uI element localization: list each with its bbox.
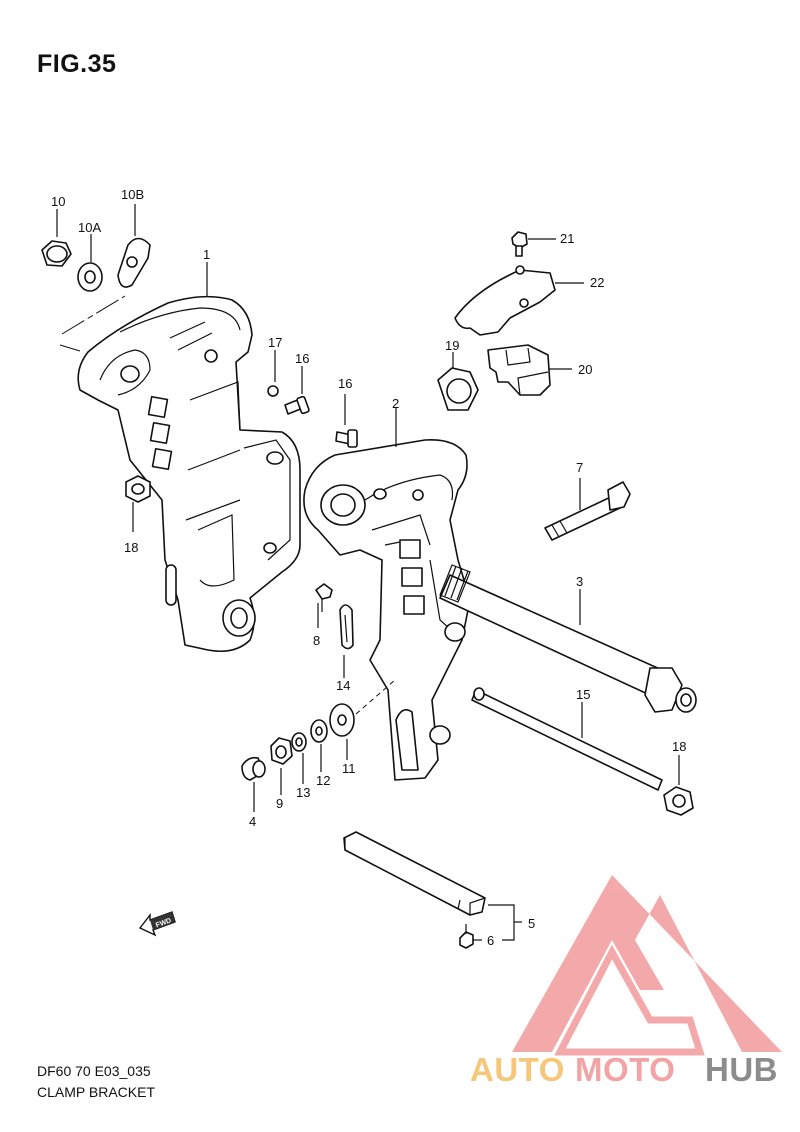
part-12-washer <box>310 719 328 772</box>
callout-3: 3 <box>576 574 583 589</box>
part-4-cap <box>241 756 266 812</box>
part-8-screw <box>315 583 333 628</box>
figure-title: FIG.35 <box>37 50 117 78</box>
callout-2: 2 <box>392 396 399 411</box>
callout-14: 14 <box>336 678 350 693</box>
callout-20: 20 <box>578 362 592 377</box>
part-1-clamp-bracket <box>77 262 301 653</box>
watermark-moto: MOTO <box>575 1051 675 1088</box>
figure-name: CLAMP BRACKET <box>37 1084 155 1100</box>
part-22-plate <box>454 265 584 336</box>
callout-18-right: 18 <box>672 739 686 754</box>
callout-9: 9 <box>276 796 283 811</box>
callout-10b: 10B <box>121 187 144 202</box>
part-2-clamp-bracket <box>303 408 471 781</box>
callout-15: 15 <box>576 687 590 702</box>
callout-labels: 10 10A 10B 1 17 16 16 2 18 19 20 21 22 7… <box>51 187 686 948</box>
callout-11: 11 <box>342 761 356 776</box>
watermark-hub: HUB <box>705 1051 778 1088</box>
part-14-clip <box>339 604 354 678</box>
callout-22: 22 <box>590 275 604 290</box>
part-7-bolt <box>544 478 631 541</box>
part-17-washer <box>267 350 279 397</box>
part-18-nut-left <box>125 475 151 532</box>
part-15-rod <box>471 687 663 791</box>
part-9-nut <box>270 737 293 795</box>
part-6-screw <box>459 924 482 949</box>
part-13-lock-washer <box>291 732 307 784</box>
part-19-cap <box>437 352 479 411</box>
callout-5: 5 <box>528 916 535 931</box>
watermark-auto: AUTO <box>470 1051 565 1088</box>
callout-10: 10 <box>51 194 65 209</box>
part-3-tilt-tube <box>439 564 697 713</box>
figure-code: DF60 70 E03_035 <box>37 1063 151 1079</box>
callout-1: 1 <box>203 247 210 262</box>
part-16-bolt-lower <box>335 394 358 448</box>
callout-12: 12 <box>316 773 330 788</box>
callout-13: 13 <box>296 785 310 800</box>
callout-19: 19 <box>445 338 459 353</box>
part-10b-gasket <box>117 204 151 288</box>
part-20-block <box>487 344 572 396</box>
part-18-nut-right <box>663 755 694 816</box>
callout-4: 4 <box>249 814 256 829</box>
fwd-arrow-icon: FWD <box>138 911 176 937</box>
part-11-washer <box>329 679 396 760</box>
callout-16-lower: 16 <box>338 376 352 391</box>
part-10a-washer <box>77 234 103 292</box>
callout-17: 17 <box>268 335 282 350</box>
callout-7: 7 <box>576 460 583 475</box>
callout-18-left: 18 <box>124 540 138 555</box>
callout-16-upper: 16 <box>295 351 309 366</box>
part-5-plate <box>343 831 522 941</box>
watermark-wordmark: AUTO MOTO HUB <box>470 1051 778 1088</box>
part-16-bolt-upper <box>284 366 310 415</box>
part-10-nut <box>41 209 72 267</box>
callout-6: 6 <box>487 933 494 948</box>
callout-10a: 10A <box>78 220 101 235</box>
part-21-bolt <box>511 231 556 257</box>
watermark-logo <box>512 875 782 1056</box>
callout-8: 8 <box>313 633 320 648</box>
callout-21: 21 <box>560 231 574 246</box>
